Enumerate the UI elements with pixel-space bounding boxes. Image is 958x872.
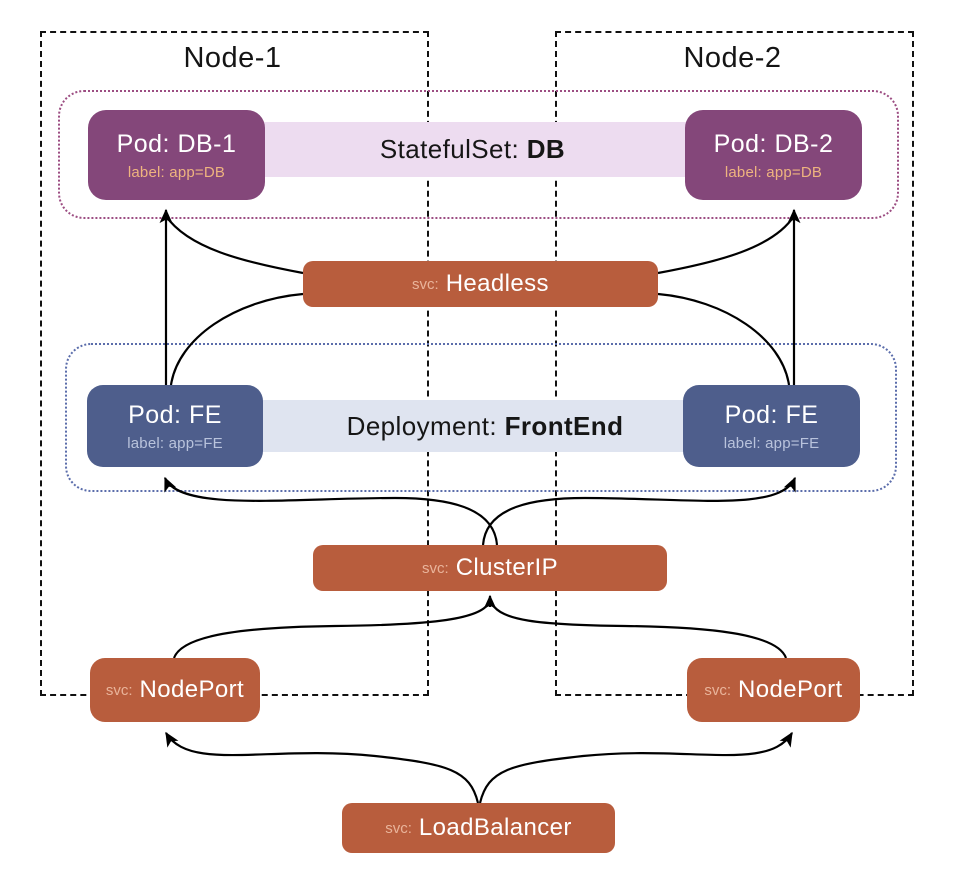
pod-fe-1-label: label: app=FE (127, 434, 223, 452)
pod-fe-1: Pod: FE label: app=FE (87, 385, 263, 467)
statefulset-band-prefix: StatefulSet: (379, 134, 527, 164)
service-clusterip: svc: ClusterIP (313, 545, 667, 591)
service-headless-name: Headless (445, 270, 549, 297)
deployment-band-name: FrontEnd (504, 410, 624, 441)
deployment-band: Deployment: FrontEnd (230, 400, 740, 452)
pod-db-1: Pod: DB-1 label: app=DB (88, 110, 265, 200)
service-nodeport-left-prefix: svc: (105, 681, 133, 699)
pod-db-1-label: label: app=DB (127, 163, 226, 181)
statefulset-band: StatefulSet: DB (200, 122, 745, 177)
service-loadbalancer-prefix: svc: (385, 819, 412, 837)
service-loadbalancer: svc: LoadBalancer (342, 803, 615, 853)
deployment-band-prefix: Deployment: (346, 410, 505, 441)
statefulset-band-label: StatefulSet: DB (380, 134, 565, 165)
arrow-lb-to-nodeport1 (165, 731, 480, 804)
deployment-band-label: Deployment: FrontEnd (347, 411, 624, 442)
pod-db-2-label: label: app=DB (724, 163, 823, 181)
pod-fe-2-title: Pod: FE (724, 400, 819, 429)
statefulset-boundary (58, 90, 899, 219)
service-nodeport-right-prefix: svc: (704, 681, 732, 699)
service-nodeport-left: svc: NodePort (90, 658, 260, 722)
service-headless-prefix: svc: (412, 275, 439, 293)
pod-db-2: Pod: DB-2 label: app=DB (685, 110, 862, 200)
node-1-title: Node-1 (183, 42, 282, 74)
statefulset-band-name: DB (526, 134, 566, 164)
pod-fe-1-title: Pod: FE (128, 400, 222, 429)
service-clusterip-prefix: svc: (422, 559, 449, 577)
node-2-title: Node-2 (683, 42, 782, 74)
service-clusterip-name: ClusterIP (455, 554, 558, 581)
pod-db-1-title: Pod: DB-1 (116, 129, 237, 158)
service-nodeport-right: svc: NodePort (687, 658, 860, 722)
service-loadbalancer-name: LoadBalancer (418, 814, 572, 841)
pod-fe-2: Pod: FE label: app=FE (683, 385, 860, 467)
pod-db-2-title: Pod: DB-2 (713, 129, 834, 158)
arrow-lb-to-nodeport2 (478, 731, 793, 804)
pod-fe-2-label: label: app=FE (723, 434, 820, 452)
service-nodeport-right-name: NodePort (738, 676, 843, 703)
service-headless: svc: Headless (303, 261, 658, 307)
service-nodeport-left-name: NodePort (139, 676, 245, 703)
